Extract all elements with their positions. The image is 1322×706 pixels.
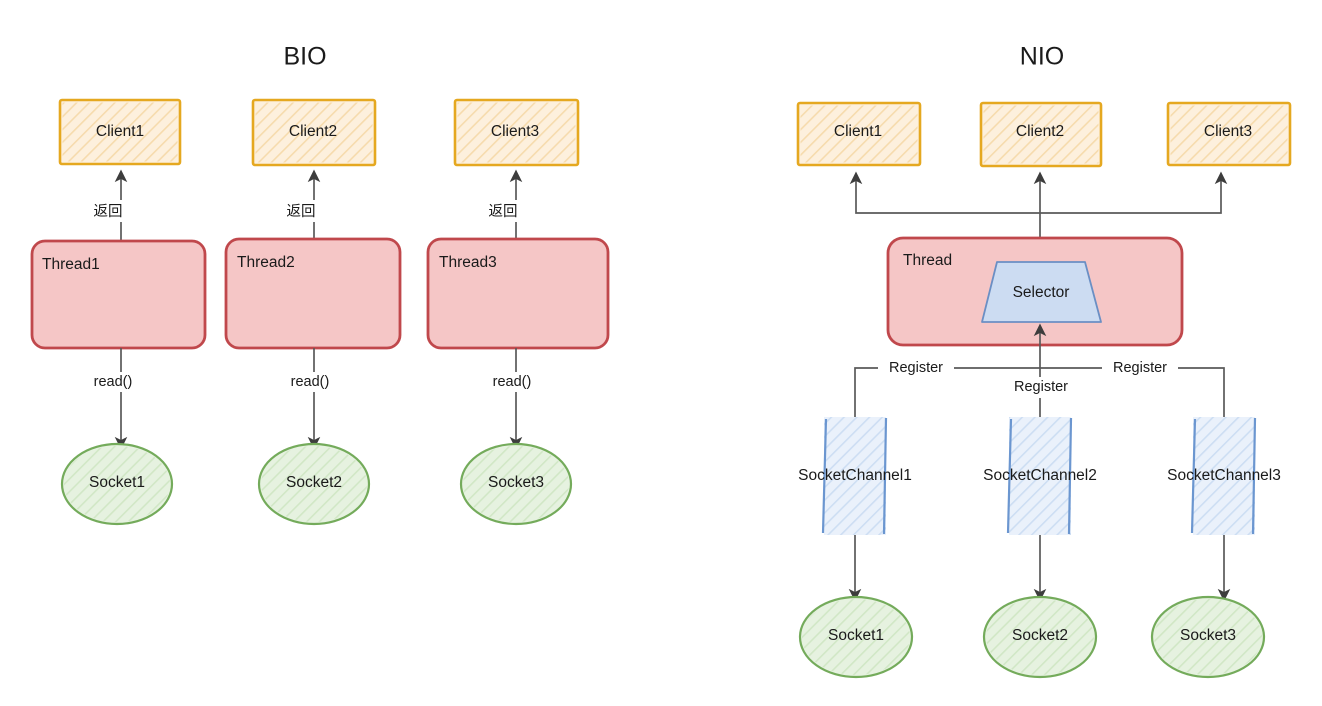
bio-thread3-label: Thread3 (439, 254, 497, 271)
nio-socket3-hatch (1154, 599, 1262, 675)
nio-client3-label: Client3 (1204, 123, 1252, 140)
bio-socket3-label: Socket3 (488, 474, 544, 491)
bio-thread3-box[interactable] (426, 237, 610, 350)
bio-socket1-hatch (64, 446, 170, 522)
nio-client1-label: Client1 (834, 123, 882, 140)
nio-socket1-hatch (802, 599, 910, 675)
nio-client1-hatch (800, 105, 918, 163)
bio-return2-label-bg (280, 200, 322, 222)
bio-socket3-hatch (463, 446, 569, 522)
nio-channel-2: SocketChannel2 Socket2 (982, 417, 1098, 679)
nio-selector-label: Selector (1013, 284, 1070, 301)
bio-read3-label-bg (484, 372, 539, 392)
nio-register1-label: Register (889, 360, 943, 376)
bio-return3-label: 返回 (489, 203, 518, 220)
nio-register3-label: Register (1113, 360, 1167, 376)
nio-clients: Client1 Client2 Client3 (796, 101, 1292, 168)
nio-channel-3: SocketChannel3 Socket3 (1150, 417, 1281, 679)
nio-channel3-right-edge (1251, 417, 1257, 535)
panel-title-bio: BIO (283, 43, 326, 71)
nio-client2-hatch (983, 105, 1099, 164)
bio-client1-hatch (62, 102, 178, 162)
bio-column-1: Client1 返回 Thread1 read() Socket1 (30, 98, 207, 526)
bio-socket1-label: Socket1 (89, 474, 145, 491)
nio-register-edges: Register Register Register (854, 323, 1225, 417)
bio-read1-label-bg (85, 372, 140, 392)
bio-client3-label: Client3 (491, 123, 539, 140)
nio-thread-group: Thread Selector (886, 236, 1184, 347)
nio-socket2-hatch (986, 599, 1094, 675)
nio-client3-hatch (1170, 105, 1288, 163)
edge-selector-to-client3 (1040, 171, 1228, 214)
bio-read1-label: read() (94, 374, 133, 390)
bio-column-2: Client2 返回 Thread2 read() Socket2 (224, 98, 402, 526)
bio-thread1-label: Thread1 (42, 256, 100, 273)
nio-register3-label-bg (1102, 358, 1178, 379)
bio-return1-label: 返回 (94, 203, 123, 220)
panel-title-nio: NIO (1020, 43, 1064, 71)
nio-register2-label: Register (1014, 379, 1068, 395)
bio-thread2-label: Thread2 (237, 254, 295, 271)
bio-socket2-label: Socket2 (286, 474, 342, 491)
bio-thread1-box[interactable] (30, 239, 207, 350)
nio-channel1-label: SocketChannel1 (798, 467, 912, 484)
nio-socket3-label: Socket3 (1180, 627, 1236, 644)
nio-channel2-left-edge (1006, 418, 1013, 534)
edge-channel3-to-selector (1040, 367, 1225, 417)
bio-return2-label: 返回 (287, 203, 316, 220)
bio-client2-label: Client2 (289, 123, 337, 140)
nio-channel-1: SocketChannel1 Socket1 (798, 417, 914, 679)
bio-client3-hatch (457, 102, 576, 163)
nio-socket2-label: Socket2 (1012, 627, 1068, 644)
bio-read2-label: read() (291, 374, 330, 390)
bio-thread2-box[interactable] (224, 237, 402, 350)
nio-channel3-left-edge (1190, 418, 1197, 534)
bio-return1-label-bg (87, 200, 129, 222)
nio-channel3-label: SocketChannel3 (1167, 467, 1281, 484)
nio-channel2-hatch (1009, 417, 1071, 535)
nio-thread-label: Thread (903, 252, 952, 269)
nio-channel3-hatch (1193, 417, 1255, 535)
nio-register2-label-bg (1003, 377, 1079, 398)
edge-selector-to-client1 (849, 171, 1040, 214)
bio-read2-label-bg (282, 372, 337, 392)
nio-client2-label: Client2 (1016, 123, 1064, 140)
nio-channel2-label: SocketChannel2 (983, 467, 1097, 484)
nio-channel2-right-edge (1067, 417, 1073, 535)
nio-channel1-right-edge (882, 417, 888, 535)
nio-socket1-label: Socket1 (828, 627, 884, 644)
bio-client1-label: Client1 (96, 123, 144, 140)
bio-read3-label: read() (493, 374, 532, 390)
nio-channel1-left-edge (821, 418, 828, 534)
bio-client2-hatch (255, 102, 373, 163)
nio-selector-shape[interactable] (981, 261, 1102, 323)
bio-column-3: Client3 返回 Thread3 read() Socket3 (426, 98, 610, 526)
bio-socket2-hatch (261, 446, 367, 522)
bio-return3-label-bg (482, 200, 524, 222)
edge-channel1-to-selector (854, 367, 1040, 417)
nio-channel1-hatch (824, 417, 886, 535)
nio-register1-label-bg (878, 358, 954, 379)
